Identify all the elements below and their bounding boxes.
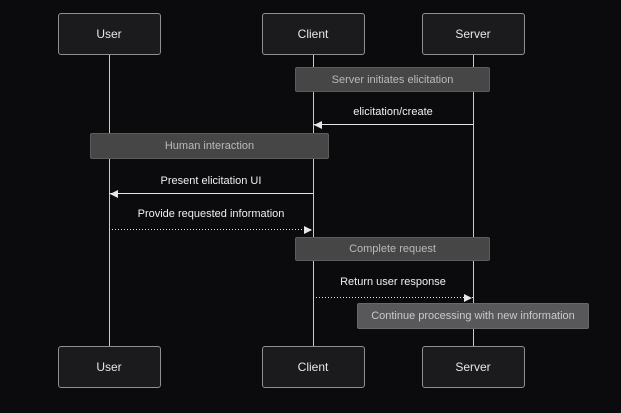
- message-label-provide-requested-information: Provide requested information: [137, 208, 285, 220]
- lifeline-client: [312, 55, 314, 346]
- note-continue-processing-with-new-inf: Continue processing with new information: [357, 303, 589, 329]
- arrowhead-elicitation-create: [314, 120, 322, 129]
- actor-label-user: User: [96, 360, 122, 374]
- message-line-provide-requested-information: [109, 229, 313, 230]
- actor-top-server: Server: [421, 13, 525, 55]
- note-text: Continue processing with new information: [371, 310, 575, 322]
- lifeline-server: [472, 55, 474, 346]
- actor-label-client: Client: [297, 360, 329, 374]
- arrowhead-provide-requested-information: [304, 225, 312, 234]
- message-line-return-user-response: [313, 297, 473, 298]
- note-text: Server initiates elicitation: [331, 73, 454, 86]
- arrowhead-present-elicitation-ui: [110, 189, 118, 198]
- arrowhead-return-user-response: [464, 293, 472, 302]
- actor-label-user: User: [96, 27, 122, 41]
- message-line-present-elicitation-ui: [109, 193, 313, 194]
- message-line-elicitation-create: [313, 124, 473, 125]
- note-human-interaction: Human interaction: [90, 133, 329, 159]
- note-complete-request: Complete request: [295, 237, 490, 261]
- actor-top-client: Client: [261, 13, 365, 55]
- message-label-return-user-response: Return user response: [340, 276, 446, 288]
- actor-bottom-user: User: [57, 346, 161, 388]
- actor-label-server: Server: [455, 360, 491, 374]
- note-text: Human interaction: [164, 140, 255, 152]
- actor-top-user: User: [57, 13, 161, 55]
- lifeline-user: [108, 55, 110, 346]
- message-label-present-elicitation-ui: Present elicitation UI: [160, 175, 262, 187]
- message-label-elicitation-create: elicitation/create: [353, 106, 433, 118]
- actor-label-server: Server: [455, 27, 491, 41]
- actor-bottom-server: Server: [421, 346, 525, 388]
- actor-label-client: Client: [297, 27, 329, 41]
- note-server-initiates-elicitation: Server initiates elicitation: [295, 67, 490, 92]
- note-text: Complete request: [349, 243, 436, 255]
- actor-bottom-client: Client: [261, 346, 365, 388]
